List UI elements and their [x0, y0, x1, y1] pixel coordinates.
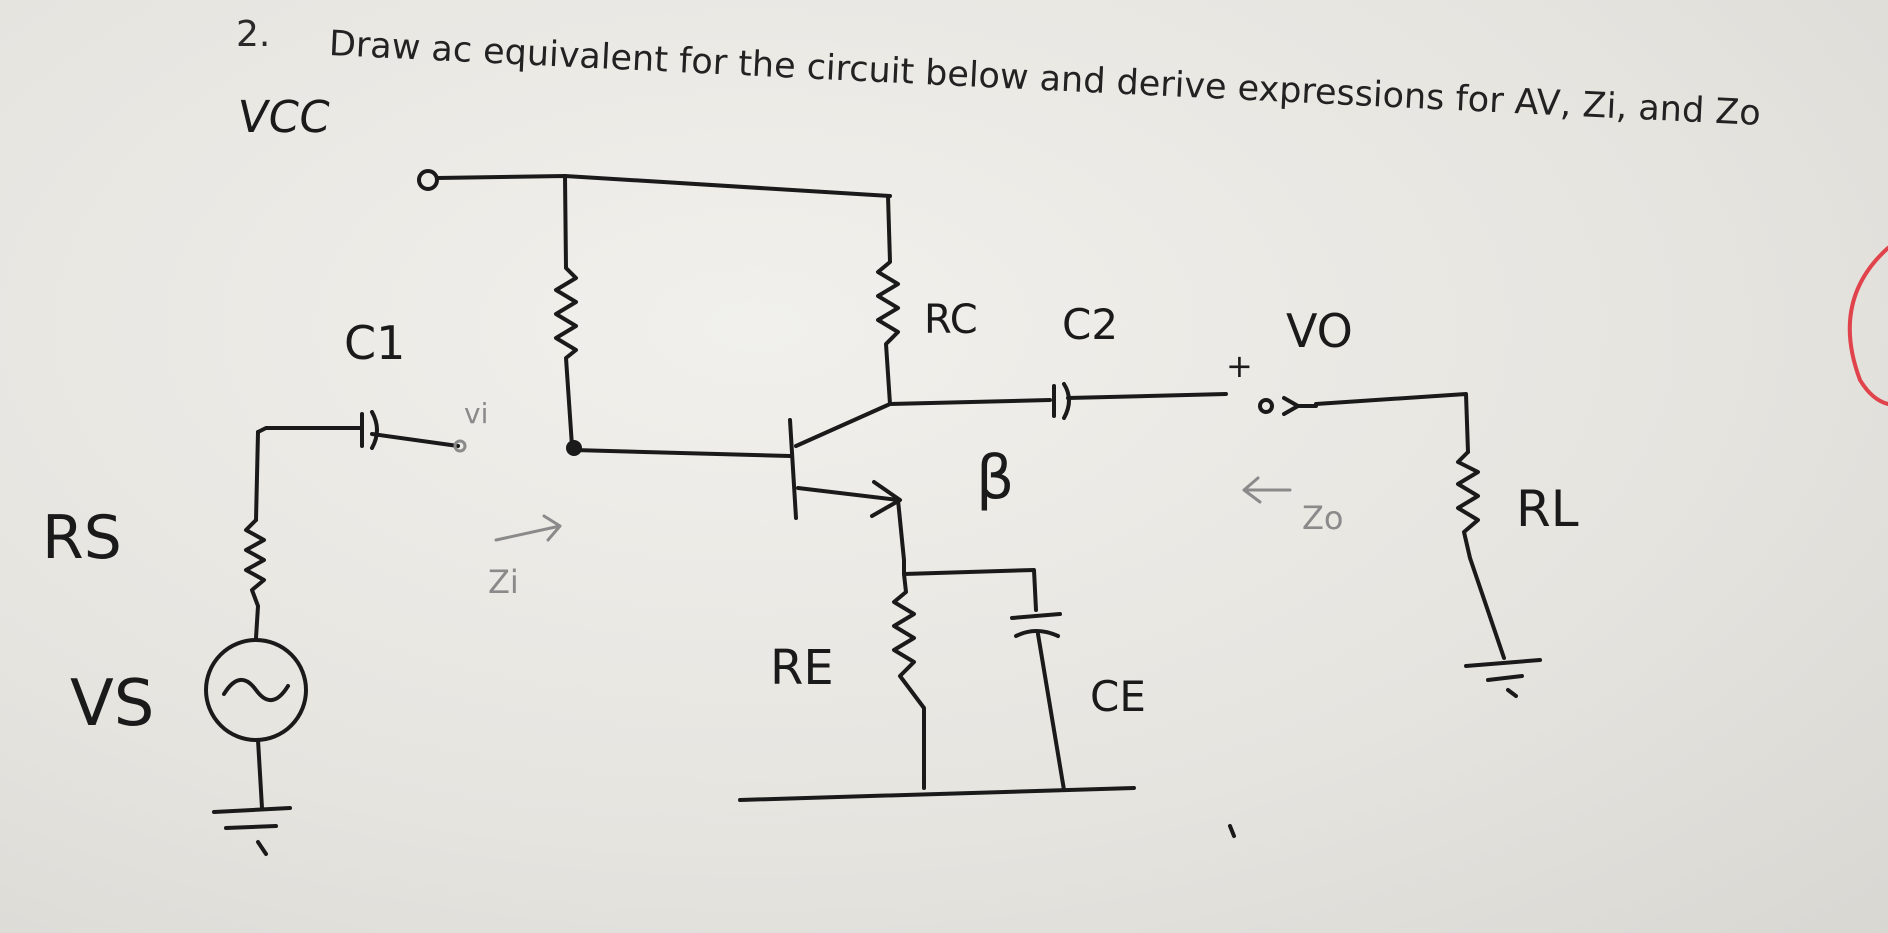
- label-plus: +: [1226, 347, 1253, 385]
- c1-to-vi-wire: [370, 432, 460, 448]
- label-beta: β: [976, 443, 1015, 513]
- emitter-wire: [896, 498, 1038, 612]
- bias-resistor-r1: [554, 174, 578, 448]
- base-junction-dot: [566, 440, 582, 456]
- ink-mark: [1228, 824, 1236, 838]
- question-number: 2.: [236, 14, 271, 55]
- label-rl: RL: [1516, 480, 1579, 538]
- zo-arrow-icon: [1242, 476, 1292, 504]
- vi-terminal: [453, 439, 467, 453]
- ce-plate-top: [1010, 612, 1062, 620]
- base-wire: [572, 448, 792, 458]
- ground-symbol-load: [1464, 658, 1542, 698]
- ce-lower-wire: [1036, 632, 1066, 792]
- red-margin-mark: [1847, 246, 1888, 406]
- rs-resistor: [244, 518, 266, 640]
- label-zo: Zo: [1302, 499, 1344, 537]
- vs-ground-wire: [256, 738, 264, 810]
- label-rs: RS: [42, 503, 122, 573]
- vo-arrow-icon: [1282, 396, 1318, 416]
- label-re: RE: [770, 640, 834, 696]
- zi-arrow-icon: [494, 514, 562, 542]
- ground-symbol-source: [212, 806, 292, 856]
- rl-resistor: [1456, 450, 1506, 660]
- rc-resistor: [876, 194, 900, 406]
- c2-plate-right: [1062, 382, 1071, 420]
- rs-wire: [254, 430, 260, 522]
- emitter-ground-rail: [738, 786, 1136, 802]
- transistor-collector-leg: [794, 402, 892, 448]
- input-wire: [256, 426, 364, 434]
- label-ce: CE: [1090, 672, 1146, 721]
- label-c2: C2: [1062, 300, 1119, 349]
- collector-wire: [888, 398, 1052, 406]
- c2-output-wire: [1066, 392, 1228, 400]
- ce-plate-bottom: [1014, 629, 1060, 638]
- rl-top-wire: [1314, 392, 1470, 454]
- label-vs: VS: [70, 667, 155, 741]
- label-c1: C1: [344, 316, 406, 370]
- vcc-terminal: [417, 169, 439, 191]
- transistor-base-bar: [788, 418, 798, 520]
- label-vi: vi: [464, 397, 489, 430]
- vcc-rail: [435, 174, 892, 198]
- transistor-emitter-leg: [796, 486, 900, 502]
- label-vo: VO: [1286, 304, 1353, 358]
- c1-plate-right: [370, 410, 379, 450]
- vo-terminal: [1258, 398, 1274, 414]
- label-rc: RC: [924, 297, 978, 343]
- re-resistor: [892, 572, 926, 790]
- label-vcc: VCC: [234, 92, 334, 143]
- label-zi: Zi: [488, 563, 519, 601]
- vs-sine-symbol: [222, 678, 290, 702]
